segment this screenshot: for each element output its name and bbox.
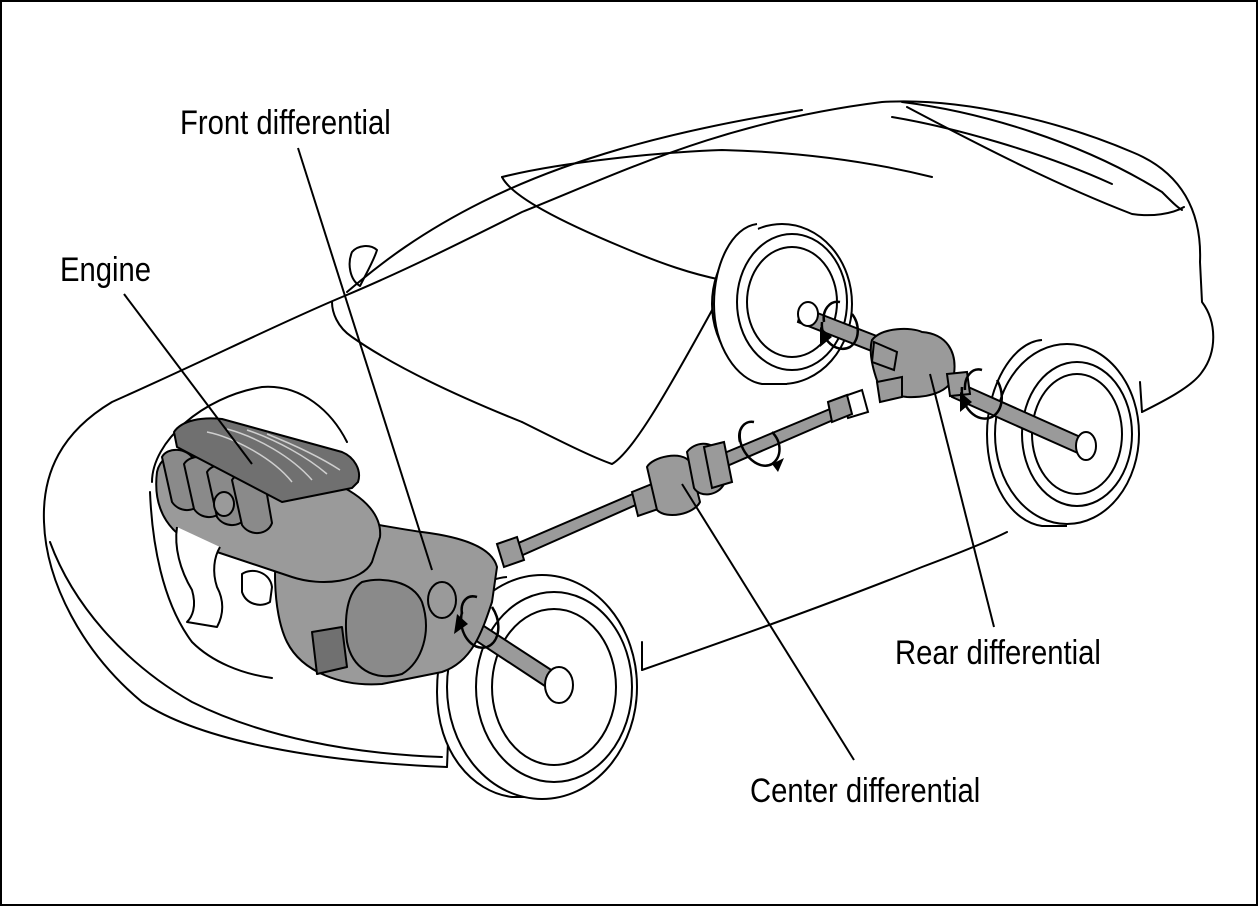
car-body-outline [42, 100, 1215, 768]
front-differential-leader [297, 147, 433, 571]
engine-label: Engine [60, 251, 152, 289]
center-differential-label: Center differential [750, 772, 981, 810]
rear-differential-label: Rear differential [895, 634, 1101, 672]
leader-lines [123, 147, 995, 761]
rear-differential [826, 327, 972, 424]
center-differential [495, 440, 734, 569]
center-differential-leader [681, 483, 855, 761]
rotation-arrowheads [454, 327, 972, 634]
front-differential-label: Front differential [180, 104, 391, 142]
engine-leader [123, 293, 253, 465]
rear-left-wheel [711, 223, 853, 385]
engine-block [155, 417, 498, 686]
rear-differential-leader [929, 373, 995, 628]
